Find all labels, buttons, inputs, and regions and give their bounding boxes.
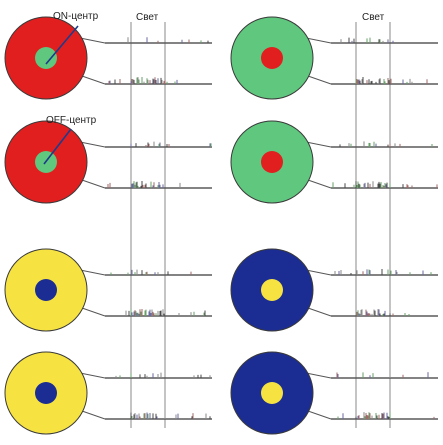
light-label-left: Свет xyxy=(136,12,159,23)
on-center-pointer xyxy=(45,25,79,65)
receptive-field-center xyxy=(261,382,283,404)
spike-trace-top xyxy=(105,141,212,148)
receptive-field-center xyxy=(35,47,57,69)
connector-line xyxy=(81,75,106,85)
connector-line xyxy=(81,410,106,420)
receptive-field-row xyxy=(4,248,212,332)
receptive-field-row xyxy=(4,120,212,204)
connector-line xyxy=(81,179,106,189)
spike-trace-top xyxy=(331,141,438,148)
spike-trace-bottom xyxy=(331,412,438,420)
connector-line xyxy=(79,269,106,276)
spike-trace-top xyxy=(331,37,438,44)
receptive-field-row xyxy=(4,16,212,100)
receptive-field-center xyxy=(35,279,57,301)
on-center-label: ON-центр xyxy=(53,11,99,22)
spike-trace-bottom xyxy=(105,309,212,317)
connector-line xyxy=(305,141,332,148)
connector-line xyxy=(79,372,106,379)
spike-trace-top xyxy=(105,269,212,276)
receptive-field-row xyxy=(4,351,212,435)
receptive-field-row xyxy=(230,248,438,332)
spike-trace-top xyxy=(105,37,212,44)
connector-line xyxy=(307,75,332,85)
spike-trace-bottom xyxy=(331,77,438,85)
connector-line xyxy=(79,141,106,148)
connector-line xyxy=(81,307,106,317)
connector-line xyxy=(305,269,332,276)
spike-trace-bottom xyxy=(331,309,438,317)
receptive-field-row xyxy=(230,351,438,435)
receptive-field-center xyxy=(261,151,283,173)
spike-trace-top xyxy=(331,269,438,276)
right-panel: Свет xyxy=(230,12,438,435)
receptive-field-center xyxy=(261,47,283,69)
receptive-field-row xyxy=(230,120,438,204)
connector-line xyxy=(307,179,332,189)
connector-line xyxy=(79,37,106,44)
receptive-field-center xyxy=(261,279,283,301)
spike-trace-top xyxy=(105,372,212,379)
spike-trace-bottom xyxy=(105,77,212,85)
connector-line xyxy=(307,410,332,420)
spike-trace-bottom xyxy=(105,181,212,189)
spike-trace-top xyxy=(331,372,438,379)
off-center-pointer xyxy=(43,128,72,165)
connector-line xyxy=(307,307,332,317)
connector-line xyxy=(305,372,332,379)
left-panel: Свет xyxy=(4,12,212,435)
light-label-right: Свет xyxy=(362,12,385,23)
receptive-field-row xyxy=(230,16,438,100)
connector-line xyxy=(305,37,332,44)
spike-trace-bottom xyxy=(105,412,212,420)
spike-trace-bottom xyxy=(331,181,438,189)
receptive-field-center xyxy=(35,382,57,404)
off-center-label: OFF-центр xyxy=(46,115,97,126)
